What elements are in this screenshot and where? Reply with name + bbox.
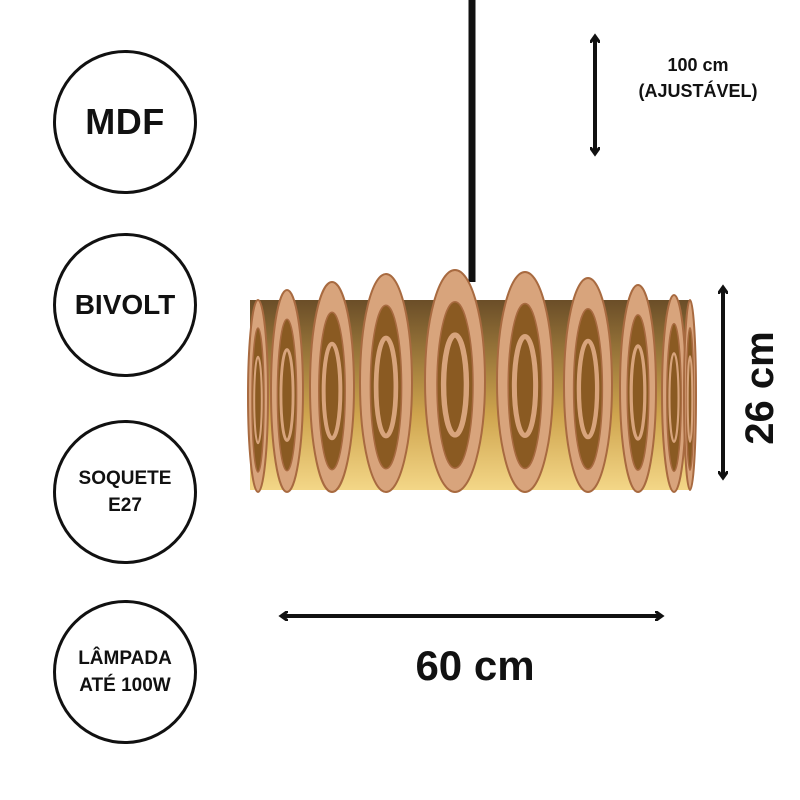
feature-label: MDF — [85, 101, 165, 142]
feature-badge-mdf: MDF — [53, 50, 197, 194]
panel-ring — [576, 338, 600, 440]
panel-ring — [373, 335, 399, 439]
panel-ring — [511, 333, 539, 439]
feature-badge-bulb: LÂMPADA ATÉ 100W — [53, 600, 197, 744]
feature-label: BIVOLT — [74, 289, 176, 320]
drop-length-label: 100 cm (AJUSTÁVEL) — [638, 55, 758, 101]
panel-ring — [629, 344, 647, 441]
panel-ring — [253, 355, 263, 445]
height-label: 26 cm — [738, 331, 782, 445]
feature-label: LÂMPADA ATÉ 100W — [78, 648, 172, 696]
panel-ring — [440, 332, 470, 438]
feature-label: SOQUETE E27 — [78, 468, 172, 516]
feature-badge-socket: SOQUETE E27 — [53, 420, 197, 564]
wood-panels — [247, 269, 697, 493]
panel-ring — [686, 355, 694, 443]
panel-ring — [668, 352, 680, 443]
feature-badge-bivolt: BIVOLT — [53, 233, 197, 377]
panel-ring — [321, 341, 343, 441]
width-label: 60 cm — [415, 642, 535, 689]
panel-ring — [279, 348, 295, 442]
